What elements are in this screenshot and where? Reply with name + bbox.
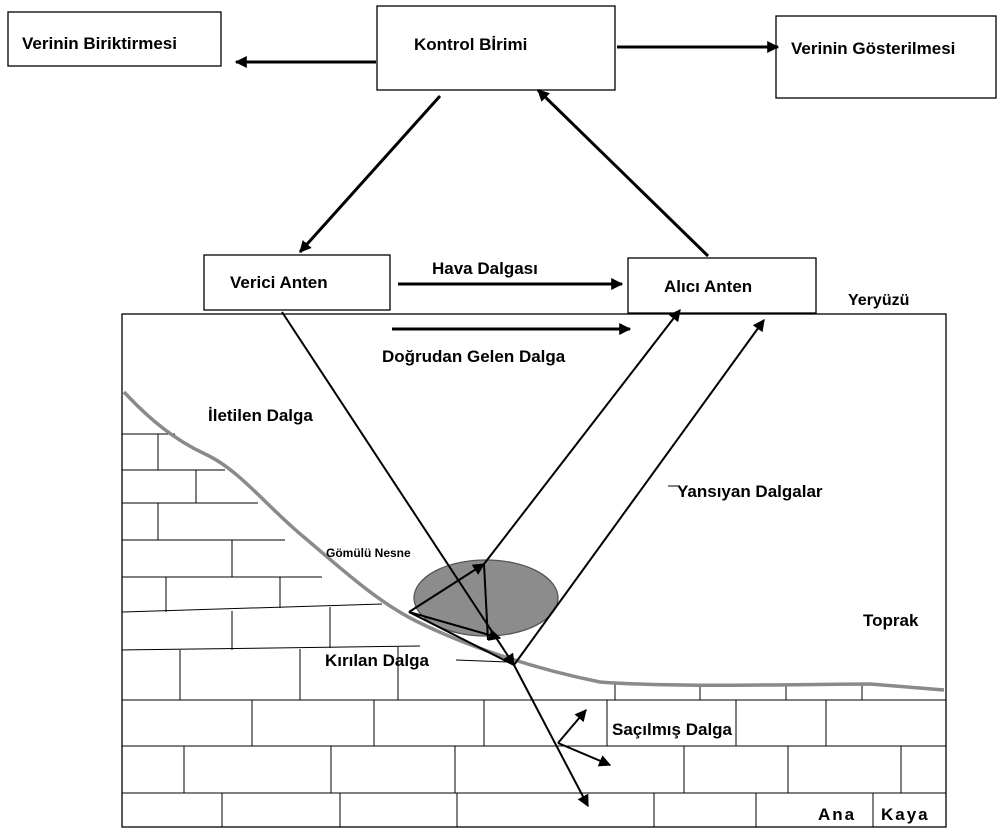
ray-reflected-2 — [513, 319, 765, 666]
surface-label: Yeryüzü — [848, 292, 909, 309]
box-data-display: Verinin Gösterilmesi — [775, 15, 997, 99]
box-control-unit: Kontrol Bİrimi — [376, 5, 616, 91]
transmitted-wave-label: İletilen Dalga — [208, 406, 313, 425]
wave-rays — [281, 309, 765, 808]
rock-bricks-upper — [121, 433, 421, 700]
receiver-label: Alıcı Anten — [664, 277, 752, 296]
transmitter-label: Verici Anten — [230, 273, 328, 292]
control-unit-label: Kontrol Bİrimi — [414, 35, 527, 54]
scattered-wave-label: Saçılmış Dalga — [612, 720, 733, 739]
buried-object-label: Gömülü Nesne — [326, 546, 411, 560]
bedrock-label-1: Ana — [818, 805, 856, 824]
air-wave-label: Hava Dalgası — [432, 259, 538, 278]
ray-scatter-up — [557, 709, 587, 744]
data-display-label: Verinin Gösterilmesi — [791, 39, 955, 58]
refracted-leader — [455, 659, 509, 663]
rock-bricks-lower — [122, 684, 946, 827]
ray-object-to-boundary — [408, 563, 486, 613]
ray-refracted-1 — [408, 611, 502, 641]
ray-scatter-down — [557, 742, 612, 767]
bedrock-label-2: Kaya — [881, 805, 930, 824]
ray-transmitted — [281, 311, 515, 667]
ray-reflected-1 — [483, 309, 681, 565]
arrow-receiver-to-control — [536, 88, 710, 258]
direct-wave-label: Doğrudan Gelen Dalga — [382, 347, 566, 366]
data-storage-label: Verinin Biriktirmesi — [22, 34, 177, 53]
ray-object-inner — [483, 563, 489, 641]
arrow-control-to-transmitter — [298, 94, 442, 254]
box-data-storage: Verinin Biriktirmesi — [7, 11, 222, 67]
ray-refracted-2 — [408, 611, 515, 666]
reflected-waves-label: Yansıyan Dalgalar — [677, 482, 823, 501]
refracted-wave-label: Kırılan Dalga — [325, 651, 429, 670]
ground-frame — [121, 313, 947, 828]
soil-label: Toprak — [863, 611, 919, 630]
soil-rock-boundary — [122, 390, 945, 692]
ray-into-bedrock — [513, 664, 589, 808]
box-receiver: Alıcı Anten — [627, 257, 817, 314]
box-transmitter: Verici Anten — [203, 254, 391, 311]
